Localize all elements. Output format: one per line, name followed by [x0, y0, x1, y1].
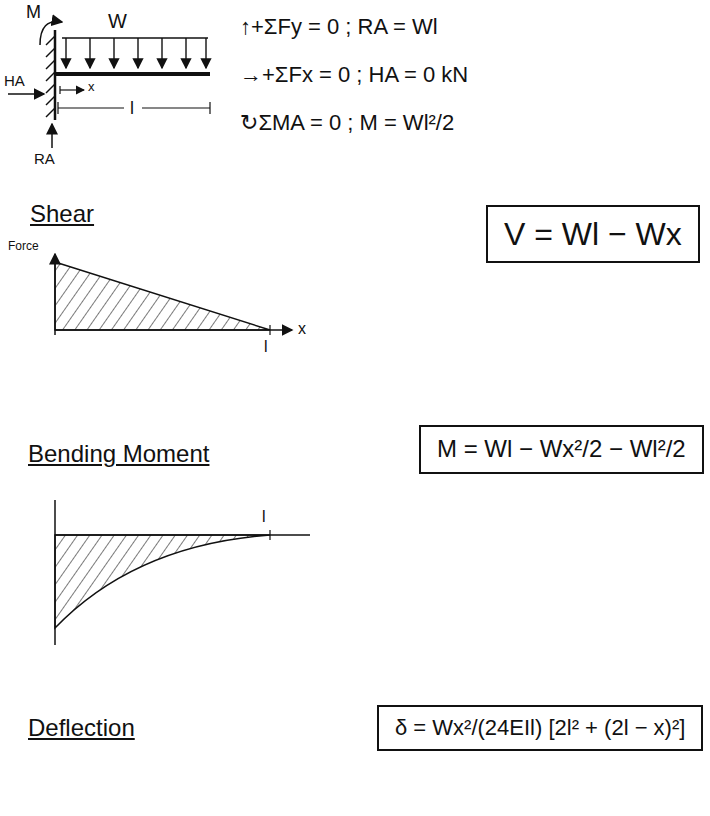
- shear-diagram: [55, 254, 292, 335]
- moment-equation-box: M = Wl − Wx²/2 − Wl²/2: [419, 425, 704, 474]
- equilibrium-equation: ↑+ΣFy = 0 ; RA = Wl: [240, 14, 438, 39]
- axis-label: x: [298, 320, 306, 338]
- vertical-reaction-arrow: [51, 124, 53, 148]
- axis-label: Force: [8, 240, 39, 254]
- moment-arrow: [40, 21, 62, 45]
- fixed-wall: [46, 30, 55, 120]
- moment-label: M: [26, 2, 41, 23]
- distributed-load: [62, 38, 208, 68]
- section-heading: Bending Moment: [28, 440, 209, 468]
- equilibrium-equation: ↻ΣMA = 0 ; M = Wl²/2: [240, 110, 454, 135]
- reaction-label: HA: [4, 72, 25, 89]
- beam: [55, 72, 210, 76]
- equilibrium-equation: →+ΣFx = 0 ; HA = 0 kN: [240, 62, 468, 87]
- x-axis-arrow: [60, 86, 84, 94]
- section-heading: Deflection: [28, 714, 135, 742]
- section-heading: Shear: [30, 200, 94, 228]
- dimension-label: l: [262, 508, 266, 526]
- reaction-label: RA: [34, 150, 55, 167]
- dimension-label: l: [264, 338, 268, 356]
- equation-text: M = Wl − Wx²/2 − Wl²/2: [437, 435, 686, 464]
- shear-equation-box: V = Wl − Wx: [486, 205, 700, 263]
- equation-text: V = Wl − Wx: [504, 215, 682, 253]
- deflection-equation-box: δ = Wx²/(24EIl) [2l² + (2l − x)²]: [377, 705, 703, 751]
- moment-diagram: [55, 500, 310, 645]
- load-label: W: [108, 10, 127, 33]
- axis-label: x: [88, 80, 95, 95]
- horizontal-reaction-arrow: [8, 93, 44, 95]
- equation-text: δ = Wx²/(24EIl) [2l² + (2l − x)²]: [395, 715, 685, 741]
- dimension-label: l: [128, 98, 136, 119]
